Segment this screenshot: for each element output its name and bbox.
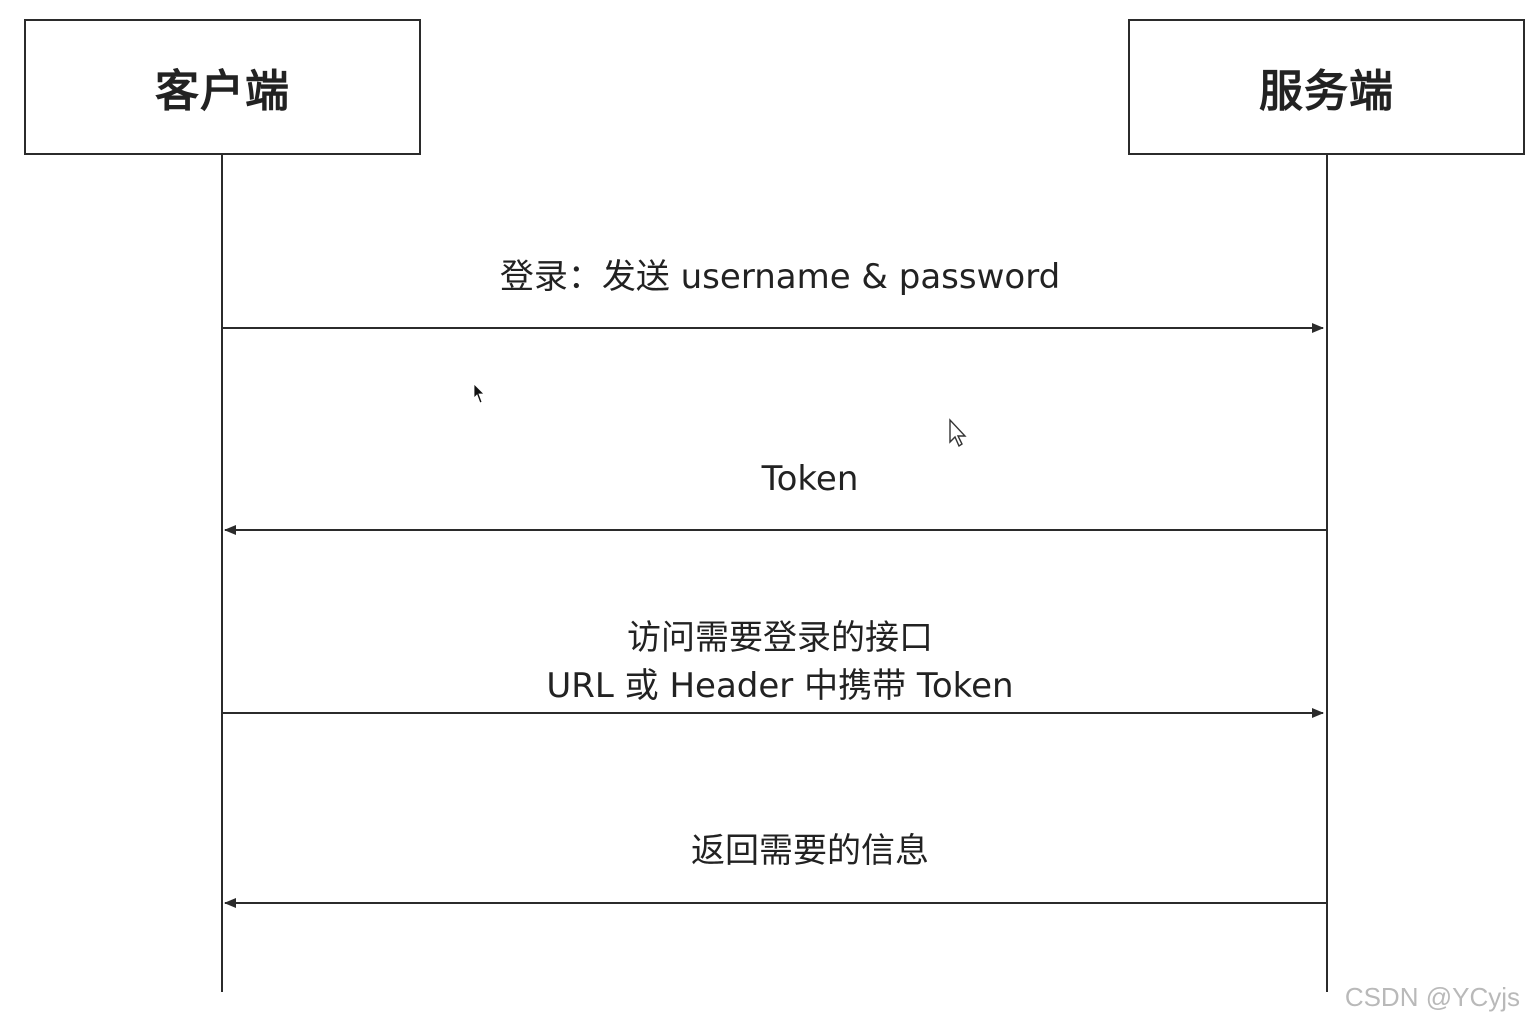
participant-server-box: 服务端	[1128, 19, 1525, 155]
cursor-small-icon	[473, 383, 485, 404]
watermark: CSDN @YCyjs	[1344, 982, 1520, 1012]
message-access-label-line1: 访问需要登录的接口	[627, 618, 933, 658]
participant-client-box: 客户端	[24, 19, 421, 155]
cursor-arrow-icon	[949, 418, 967, 448]
message-access-label-line2: URL 或 Header 中携带 Token	[546, 666, 1014, 706]
participant-server-label: 服务端	[1259, 66, 1394, 117]
message-return-label: 返回需要的信息	[691, 831, 929, 871]
participant-client-label: 客户端	[155, 66, 290, 117]
message-token-label: Token	[761, 459, 859, 499]
message-login-label: 登录：发送 username & password	[499, 257, 1061, 297]
